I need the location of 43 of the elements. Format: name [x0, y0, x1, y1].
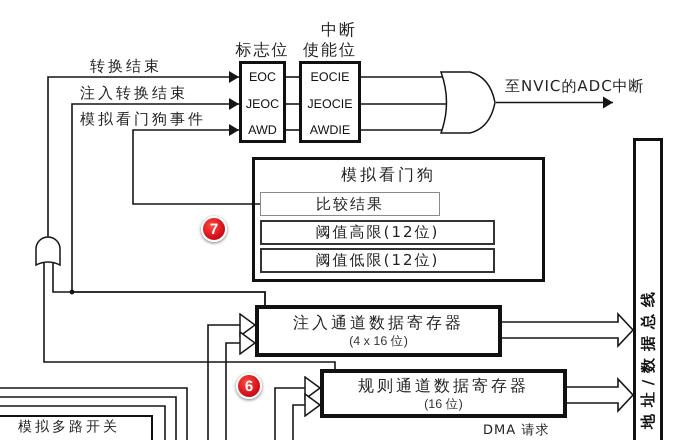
connector-line	[361, 76, 443, 78]
connector-line	[286, 76, 299, 78]
register-bit: JEOC	[242, 94, 283, 114]
arrow	[274, 376, 321, 440]
connector-line	[43, 262, 336, 369]
connector-line	[361, 129, 442, 131]
connector-line	[361, 103, 446, 105]
bus-bar	[633, 138, 663, 440]
register-bit: AWDIE	[302, 120, 358, 140]
connector-line	[286, 103, 299, 105]
arrow	[496, 96, 613, 108]
multiplexer-block: 模拟多路开关	[0, 415, 153, 440]
watchdog-panel	[252, 157, 545, 282]
register-name: 注入通道数据寄存器	[293, 313, 464, 333]
signal-label: DMA 请求	[483, 423, 550, 439]
connector-line	[52, 262, 266, 305]
register-bit: EOCIE	[302, 67, 358, 87]
register-bit: EOC	[242, 67, 283, 87]
data-register	[320, 369, 567, 418]
connector-line	[286, 129, 299, 131]
arrow	[132, 124, 260, 205]
register-field: 比较结果	[260, 192, 440, 216]
register-bit: AWD	[242, 120, 283, 140]
bus-label: 地址/数据总线	[639, 284, 657, 430]
block-arrow	[501, 312, 634, 348]
arrow	[292, 393, 321, 440]
arrow	[207, 313, 256, 440]
block-arrow	[566, 376, 634, 414]
register-width: (16 位)	[424, 396, 463, 412]
register-field: 阈值低限(12位)	[260, 248, 495, 273]
panel-title: 模拟看门狗	[340, 165, 437, 185]
callout-number: 6	[236, 373, 262, 399]
data-register	[255, 305, 502, 357]
arrow	[47, 71, 239, 237]
callout-number: 7	[201, 216, 227, 242]
edge-label: 至NVIC的ADC中断	[505, 77, 645, 95]
register-heading: 中断使能位	[302, 20, 358, 60]
register-heading: 标志位	[236, 40, 290, 60]
arrow	[225, 331, 256, 440]
register-bit: JEOCIE	[302, 94, 358, 114]
register-name: 规则通道数据寄存器	[358, 376, 529, 396]
register-width: (4 x 16 位)	[349, 334, 408, 349]
register-field: 阈值高限(12位)	[260, 220, 495, 245]
